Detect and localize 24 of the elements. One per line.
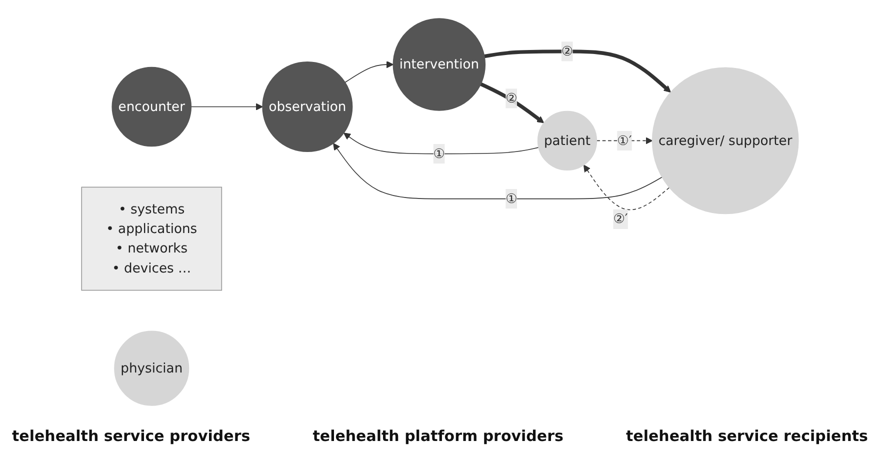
arrow (596, 136, 653, 144)
node-circle: encounter (112, 66, 192, 146)
edge-label: ①′ (617, 132, 632, 148)
arrow (333, 142, 662, 199)
arrow (583, 164, 670, 210)
edge-label: ② (561, 42, 574, 58)
node-circle: physician (114, 330, 190, 406)
column-heading: telehealth platform providers (312, 427, 564, 445)
arrow (343, 132, 539, 154)
arrow (190, 102, 263, 110)
edge-label: ② (506, 90, 518, 106)
node-circle: caregiver/ supporter (652, 66, 799, 214)
node-circle: observation (262, 61, 353, 152)
edge-label: ① (506, 190, 518, 206)
arrow (344, 60, 394, 82)
column-heading: telehealth service recipients (626, 427, 868, 445)
arrow (480, 82, 544, 123)
node-circle: patient (537, 110, 598, 170)
edge-label: ②′ (613, 210, 628, 226)
column-heading: telehealth service providers (12, 427, 250, 445)
arrow (484, 49, 671, 92)
node-circle: intervention (392, 18, 486, 110)
edge-label: ① (433, 145, 446, 161)
node-box: • systems • applications • networks • devices … (81, 186, 222, 290)
